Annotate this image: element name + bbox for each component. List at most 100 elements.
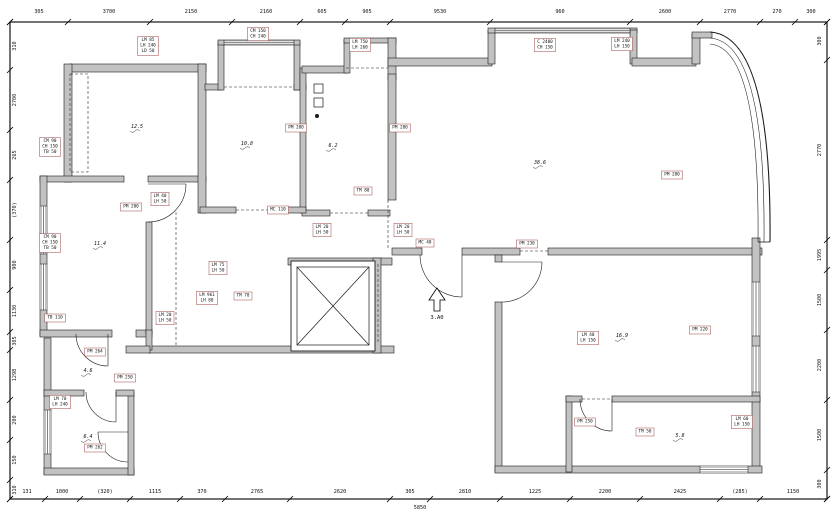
window-right-2 xyxy=(752,345,760,393)
svg-text:C 2400: C 2400 xyxy=(537,39,553,45)
dim-top: 605 xyxy=(317,9,326,15)
dim-left: 1298 xyxy=(12,369,18,382)
svg-text:TB 110: TB 110 xyxy=(47,315,63,321)
door-bedroom1 xyxy=(147,183,187,223)
room-area-label: 6.4 xyxy=(80,434,93,443)
dim-bottom: (320) xyxy=(97,489,113,495)
dim-top: 2160 xyxy=(260,9,273,15)
walls xyxy=(39,27,763,476)
dim-right: 1500 xyxy=(817,429,823,442)
dim-right: 1995 xyxy=(817,249,823,262)
room-area-label: 16.9 xyxy=(614,333,628,342)
dim-bottom: 2765 xyxy=(251,489,264,495)
svg-text:11.4: 11.4 xyxy=(94,241,106,247)
dim-top: 960 xyxy=(555,9,564,15)
svg-text:10.8: 10.8 xyxy=(241,141,253,147)
svg-text:LM 961: LM 961 xyxy=(199,292,215,298)
dim-left: 900 xyxy=(12,260,18,269)
dim-top: 9530 xyxy=(434,9,447,15)
svg-text:PM 250: PM 250 xyxy=(577,419,593,425)
windows xyxy=(40,28,760,473)
svg-text:LH 50: LH 50 xyxy=(159,317,172,323)
svg-text:LH 240: LH 240 xyxy=(140,43,156,49)
svg-text:6.4: 6.4 xyxy=(83,434,92,440)
svg-text:MC 40: MC 40 xyxy=(419,240,432,246)
svg-text:TB 50: TB 50 xyxy=(44,245,57,251)
dim-top: 905 xyxy=(362,9,371,15)
fixture-tag: PM 200 xyxy=(285,123,307,133)
svg-text:LH 50: LH 50 xyxy=(212,267,225,273)
fixture-tag: PM 230 xyxy=(516,239,538,249)
dim-top: 2150 xyxy=(185,9,198,15)
dim-left: 310 xyxy=(12,41,18,50)
svg-text:LM 20: LM 20 xyxy=(159,312,172,318)
dim-bottom: 1150 xyxy=(787,489,800,495)
window-left-1 xyxy=(40,205,47,255)
svg-text:TB 50: TB 50 xyxy=(44,149,57,155)
svg-text:LM 240: LM 240 xyxy=(614,38,630,44)
dim-left: 200 xyxy=(12,415,18,424)
door-entry xyxy=(419,254,463,298)
dim-bottom: 305 xyxy=(405,489,414,495)
svg-text:LM 85: LM 85 xyxy=(142,37,155,43)
dim-right: 1500 xyxy=(817,294,823,307)
curved-curtain-wall xyxy=(709,31,771,243)
svg-text:PM 262: PM 262 xyxy=(87,445,103,451)
svg-text:LM 20: LM 20 xyxy=(316,224,329,230)
svg-text:LM 750: LM 750 xyxy=(352,39,368,45)
fixture-tag: PM 250 xyxy=(574,417,596,427)
dim-bottom: 1225 xyxy=(529,489,542,495)
door-utility xyxy=(85,391,117,423)
drawing-border xyxy=(9,21,828,500)
dim-top: 300 xyxy=(806,9,815,15)
dim-top: 270 xyxy=(772,9,781,15)
svg-text:6.2: 6.2 xyxy=(328,143,337,149)
svg-text:TM 50: TM 50 xyxy=(639,429,652,435)
svg-text:MC 110: MC 110 xyxy=(270,207,286,213)
dim-left: 305 xyxy=(12,336,18,345)
svg-text:CM 150: CM 150 xyxy=(250,28,266,34)
fixture-tag: MC 110 xyxy=(267,205,289,215)
svg-text:PM 200: PM 200 xyxy=(288,125,304,131)
svg-text:LM 60: LM 60 xyxy=(736,416,749,422)
svg-text:5.8: 5.8 xyxy=(675,433,684,439)
fixture-tag: TM 70 xyxy=(233,291,253,301)
room-area-label: 12.5 xyxy=(129,124,143,133)
dim-bottom: 1000 xyxy=(56,489,69,495)
fixture-tag: TM 80 xyxy=(353,186,373,196)
dashed-lines xyxy=(69,67,612,400)
dim-right: 2200 xyxy=(817,359,823,372)
dim-bottom: 131 xyxy=(22,489,31,495)
entry-arrow-icon xyxy=(428,287,446,312)
dim-top: 305 xyxy=(34,9,43,15)
svg-text:CH 150: CH 150 xyxy=(42,240,58,246)
fixture-tag: TM 50 xyxy=(635,427,655,437)
window-left-2 xyxy=(40,263,47,311)
tick-left xyxy=(6,18,14,503)
fixture-tag: PM 250 xyxy=(114,373,136,383)
elevator-shaft xyxy=(290,260,376,352)
svg-text:LM 40: LM 40 xyxy=(582,332,595,338)
dim-right: 2770 xyxy=(817,144,823,157)
dim-bottom: 370 xyxy=(197,489,206,495)
dim-top: 2770 xyxy=(724,9,737,15)
window-right-1 xyxy=(752,281,760,337)
fixture-tag: TB 110 xyxy=(44,313,66,323)
door-left-room xyxy=(75,333,109,367)
svg-text:LM 40: LM 40 xyxy=(154,193,167,199)
svg-text:CH 150: CH 150 xyxy=(42,144,58,150)
elevator-cross-icon xyxy=(296,266,370,346)
overall-bottom-dimension: 5850 xyxy=(414,505,427,511)
svg-text:TM 80: TM 80 xyxy=(357,188,370,194)
